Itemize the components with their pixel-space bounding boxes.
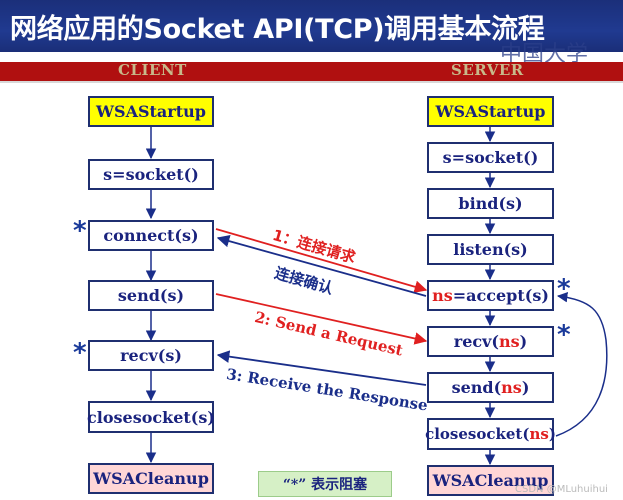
header-band [0,62,623,81]
receive-response-arrow [216,350,427,386]
server-accept-box: ns=accept(s) [427,280,554,311]
send-close-paren: ) [521,378,530,397]
server-wsastartup-box: WSAStartup [427,96,554,127]
close-call-text: closesocket( [425,425,530,443]
client-label: CLIENT [118,61,187,79]
send-call-text: send( [451,378,502,397]
server-recv-box: recv(ns) [427,326,554,357]
server-socket-box: s=socket() [427,142,554,173]
server-bind-box: bind(s) [427,188,554,219]
client-send-box: send(s) [88,280,214,311]
recv-call-text: recv( [453,332,499,351]
server-label: SERVER [451,61,524,79]
server-closesocket-box: closesocket(ns) [425,418,556,450]
client-connect-box: connect(s) [88,220,214,251]
client-closesocket-box: closesocket(s) [87,401,215,433]
client-recv-box: recv(s) [88,340,214,371]
connect-confirm-arrow [216,234,427,297]
blocking-star-recv: * [73,338,87,368]
client-socket-box: s=socket() [88,159,214,190]
blocking-legend: “*” 表示阻塞 [258,471,392,497]
title-bar: 网络应用的Socket API(TCP)调用基本流程 [0,0,623,52]
page-title: 网络应用的Socket API(TCP)调用基本流程 [10,14,545,45]
loop-back-arrow [555,291,608,437]
accept-call-text: =accept(s) [452,286,549,305]
server-wsacleanup-box: WSACleanup [427,465,554,496]
server-listen-box: listen(s) [427,234,554,265]
credit-watermark: CSDN @MLuhuihui [515,484,608,495]
close-close-paren: ) [548,425,556,443]
connect-request-arrow [215,228,428,293]
recv-ns-text: ns [499,332,520,351]
header-band-rule [0,81,623,83]
server-send-box: send(ns) [427,372,554,403]
blocking-star-accept: * [557,274,571,304]
client-wsacleanup-box: WSACleanup [88,463,214,494]
send-request-arrow [215,293,428,345]
send-ns-text: ns [501,378,522,397]
blocking-star-server-recv: * [557,320,571,350]
blocking-star-connect: * [73,216,87,246]
recv-close-paren: ) [519,332,528,351]
client-wsastartup-box: WSAStartup [88,96,214,127]
accept-ns-text: ns [432,286,453,305]
close-ns-text: ns [529,425,549,443]
